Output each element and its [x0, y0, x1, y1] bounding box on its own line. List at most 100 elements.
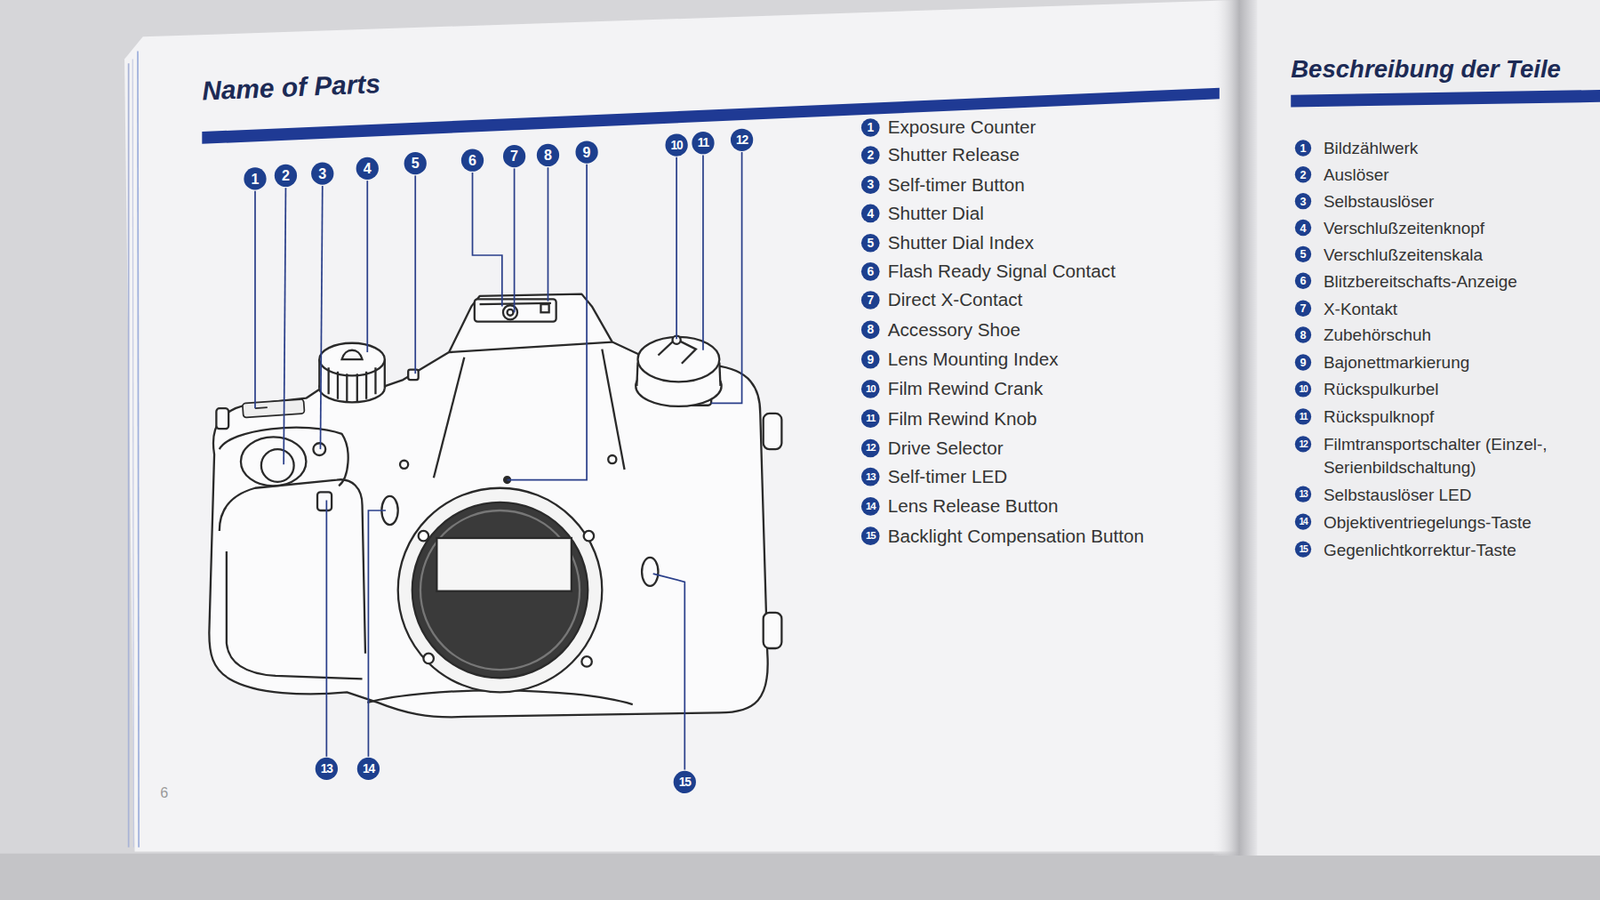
callout-number: 8 — [1295, 326, 1312, 343]
callout-number: 3 — [311, 162, 334, 185]
part-name: Zubehörschuh — [1323, 323, 1432, 346]
callout-number: 6 — [461, 149, 484, 172]
part-name: Gegenlichtkorrektur-Taste — [1323, 537, 1517, 560]
exposure-counter — [242, 399, 305, 418]
leader-line — [254, 191, 256, 409]
callout-number: 2 — [274, 164, 297, 187]
leader-line — [414, 175, 416, 374]
book-background — [1212, 0, 1258, 856]
lens-mount — [398, 488, 603, 693]
accessory-shoe — [540, 304, 549, 312]
callout-number: 10 — [861, 379, 880, 399]
shutter-release — [240, 436, 332, 511]
callout-number: 4 — [1295, 219, 1312, 236]
leader-line — [366, 180, 368, 352]
part-name: Self-timer LED — [888, 464, 1008, 488]
callout-number: 4 — [861, 204, 880, 224]
callout-number: 12 — [1295, 435, 1312, 452]
part-name: Backlight Compensation Button — [888, 524, 1144, 547]
accessory-shoe — [503, 304, 518, 320]
callout-number: 15 — [673, 770, 696, 793]
rewind-knob — [719, 362, 720, 386]
callout-number: 7 — [503, 144, 526, 168]
part-name: Flash Ready Signal Contact — [888, 260, 1116, 283]
callout-number: 14 — [1295, 512, 1312, 529]
callout-number: 9 — [575, 140, 598, 163]
strap-lug — [763, 413, 783, 648]
leader-line — [653, 573, 686, 769]
callout-number: 14 — [357, 757, 380, 780]
callout-number: 15 — [861, 526, 880, 545]
book-background — [0, 853, 1600, 900]
part-name: Rückspulknopf — [1323, 405, 1434, 428]
part-name: X-Kontakt — [1323, 296, 1398, 320]
shutter-release — [261, 448, 295, 482]
lens-mount — [412, 502, 588, 678]
camera-body — [601, 349, 624, 470]
accessory-shoe — [474, 298, 557, 321]
callout-number: 3 — [861, 175, 880, 194]
part-name: Verschlußzeitenskala — [1323, 242, 1483, 265]
leader-line — [513, 168, 516, 312]
part-name: Lens Release Button — [888, 495, 1059, 518]
lens-mount — [436, 537, 572, 592]
callout-number: 14 — [861, 496, 880, 516]
leader-line — [368, 510, 386, 757]
exposure-counter — [255, 407, 268, 408]
strap-lug — [763, 413, 783, 449]
callout-number: 7 — [1295, 300, 1312, 317]
shutter-dial — [328, 367, 376, 401]
leader-line — [472, 172, 503, 306]
part-name: Verschlußzeitenknopf — [1323, 216, 1485, 239]
callout-number: 11 — [691, 131, 714, 154]
camera-body — [448, 342, 613, 352]
lens-mount — [381, 455, 658, 692]
camera-body — [216, 408, 229, 429]
book-background — [124, 0, 1248, 851]
callout-number: 6 — [861, 262, 880, 281]
callout-number: 5 — [404, 152, 427, 175]
leader-line — [325, 500, 328, 757]
book-background — [128, 63, 130, 848]
heading-rule — [201, 88, 1600, 144]
part-name: Blitzbereitschafts-Anzeige — [1323, 269, 1518, 292]
part-name: Direct X-Contact — [888, 288, 1024, 312]
callout-number: 9 — [1295, 353, 1312, 370]
accessory-shoe — [474, 298, 557, 321]
rewind-knob — [636, 362, 638, 386]
part-name: Auslöser — [1323, 163, 1390, 186]
part-name: Shutter Release — [888, 144, 1020, 167]
part-name: Film Rewind Crank — [888, 377, 1044, 400]
part-name: Self-timer Button — [888, 173, 1025, 196]
part-name: Bajonettmarkierung — [1323, 351, 1470, 374]
shutter-release — [317, 491, 332, 511]
part-name: Selbstauslöser LED — [1323, 482, 1472, 505]
callout-number: 10 — [1295, 380, 1312, 397]
part-name: Accessory Shoe — [888, 318, 1021, 341]
callout-number: 5 — [861, 233, 880, 253]
book-background — [1249, 0, 1600, 856]
part-name: Shutter Dial Index — [888, 232, 1034, 255]
callout-number: 13 — [861, 467, 880, 487]
callout-number: 2 — [1295, 166, 1312, 183]
lens-mount — [641, 557, 658, 586]
callout-number: 15 — [1295, 540, 1312, 557]
part-name: Exposure Counter — [888, 116, 1037, 139]
callout-number: 4 — [356, 157, 379, 180]
lens-mount — [608, 455, 616, 464]
heading-rule — [1290, 89, 1600, 108]
lens-mount — [418, 530, 429, 541]
callout-number: 1 — [861, 118, 880, 137]
leader-line — [283, 187, 286, 464]
callout-number: 10 — [664, 133, 688, 156]
callout-number: 9 — [861, 350, 880, 369]
leader-line — [711, 152, 742, 403]
lens-mount — [584, 530, 594, 541]
callout-number: 13 — [315, 757, 338, 780]
leader-line — [507, 164, 588, 480]
callout-number: 5 — [1295, 246, 1312, 263]
leader-line — [255, 152, 743, 770]
